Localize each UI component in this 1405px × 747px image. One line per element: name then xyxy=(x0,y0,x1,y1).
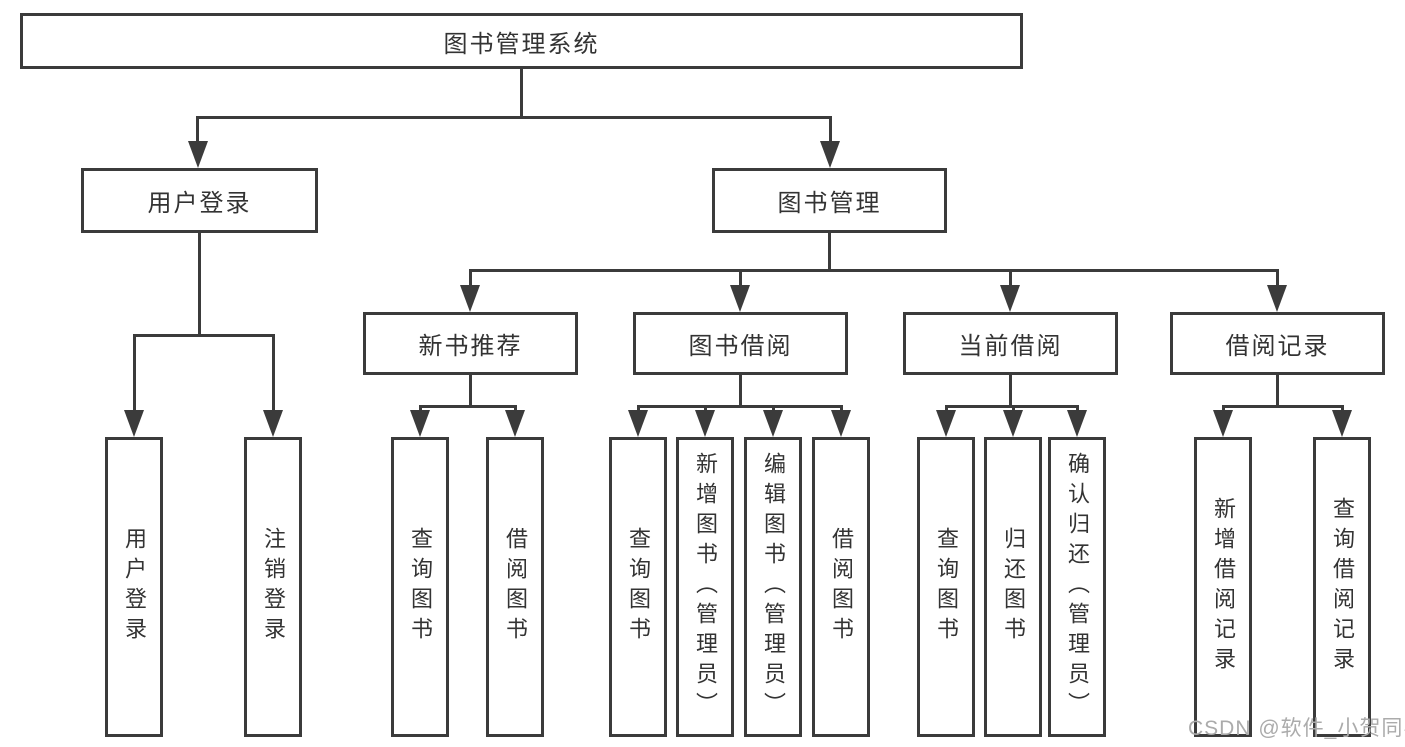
arrowhead xyxy=(1003,410,1023,437)
connector-line xyxy=(469,373,472,408)
node-borrow-records: 借阅记录 xyxy=(1170,312,1385,375)
arrowhead xyxy=(1213,410,1233,437)
arrowhead xyxy=(628,410,648,437)
leaf-query-books-current: 查询图书 xyxy=(917,437,975,737)
leaf-query-books-recommend: 查询图书 xyxy=(391,437,449,737)
connector-line xyxy=(469,269,472,288)
connector-line xyxy=(828,231,831,272)
connector-line xyxy=(196,116,832,119)
connector-line xyxy=(637,405,843,408)
arrowhead xyxy=(460,285,480,312)
node-book-management: 图书管理 xyxy=(712,168,947,233)
arrowhead xyxy=(1000,285,1020,312)
node-root: 图书管理系统 xyxy=(20,13,1023,69)
arrowhead xyxy=(1067,410,1087,437)
arrowhead xyxy=(695,410,715,437)
node-current-borrow: 当前借阅 xyxy=(903,312,1118,375)
connector-line xyxy=(196,116,199,146)
node-book-borrow: 图书借阅 xyxy=(633,312,848,375)
arrowhead xyxy=(730,285,750,312)
leaf-add-borrow-record: 新增借阅记录 xyxy=(1194,437,1252,737)
connector-line xyxy=(133,334,136,414)
arrowhead xyxy=(263,410,283,437)
connector-line xyxy=(520,67,523,119)
leaf-query-borrow-record: 查询借阅记录 xyxy=(1313,437,1371,737)
leaf-confirm-return-admin: 确认归还（管理员） xyxy=(1048,437,1106,737)
connector-line xyxy=(739,373,742,408)
leaf-return-books: 归还图书 xyxy=(984,437,1042,737)
arrowhead xyxy=(831,410,851,437)
connector-line xyxy=(133,334,275,337)
arrowhead xyxy=(410,410,430,437)
connector-line xyxy=(469,269,1279,272)
arrowhead xyxy=(188,141,208,168)
connector-line xyxy=(198,231,201,337)
leaf-borrow-books-recommend: 借阅图书 xyxy=(486,437,544,737)
connector-line xyxy=(1276,373,1279,408)
connector-line xyxy=(739,269,742,288)
connector-line xyxy=(1276,269,1279,288)
leaf-add-books-admin: 新增图书（管理员） xyxy=(676,437,734,737)
connector-line xyxy=(829,116,832,146)
leaf-edit-books-admin: 编辑图书（管理员） xyxy=(744,437,802,737)
connector-line xyxy=(1009,269,1012,288)
arrowhead xyxy=(936,410,956,437)
leaf-user-login: 用户登录 xyxy=(105,437,163,737)
arrowhead xyxy=(124,410,144,437)
arrowhead xyxy=(1332,410,1352,437)
connector-line xyxy=(272,334,275,414)
leaf-borrow-books: 借阅图书 xyxy=(812,437,870,737)
connector-line xyxy=(1009,373,1012,408)
node-user-login: 用户登录 xyxy=(81,168,318,233)
connector-line xyxy=(1222,405,1344,408)
leaf-logout: 注销登录 xyxy=(244,437,302,737)
node-new-book-recommend: 新书推荐 xyxy=(363,312,578,375)
watermark: CSDN @软件_小贺同学 xyxy=(1188,717,1405,740)
arrowhead xyxy=(505,410,525,437)
arrowhead xyxy=(820,141,840,168)
arrowhead xyxy=(763,410,783,437)
leaf-query-books-borrow: 查询图书 xyxy=(609,437,667,737)
connector-line xyxy=(419,405,517,408)
arrowhead xyxy=(1267,285,1287,312)
